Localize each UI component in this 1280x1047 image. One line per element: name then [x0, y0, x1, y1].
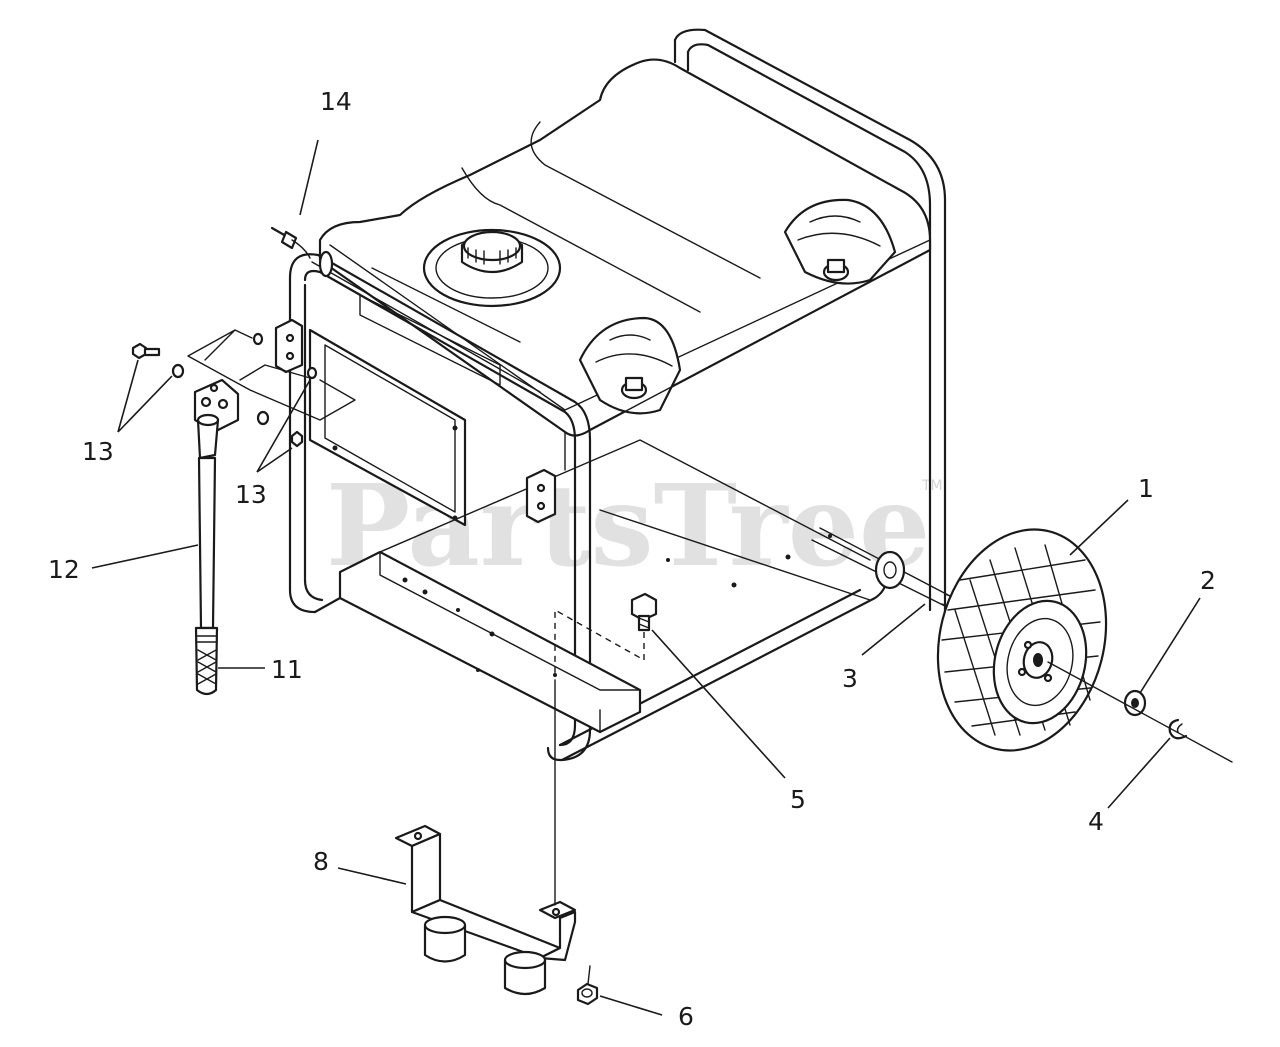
rubber-foot-right [503, 960, 547, 996]
callout-13-lower: 13 [235, 480, 267, 509]
leader-5 [651, 629, 786, 779]
frame-handle-rear [673, 28, 947, 632]
hinge-bolt-upper [131, 342, 161, 360]
tank-mount-bolt-left [620, 376, 648, 400]
pin [270, 226, 311, 259]
callout-2: 2 [1200, 566, 1216, 595]
leader-3 [861, 603, 926, 656]
hinge-washer-upper [171, 363, 185, 379]
hinge-nut-frame [306, 366, 318, 380]
assembly-guide-lines [187, 329, 356, 421]
leader-4 [1107, 737, 1171, 809]
axle-washer-plate [874, 550, 906, 590]
callout-13-upper: 13 [82, 437, 114, 466]
wheel [936, 528, 1108, 752]
leader-13-lower-a [256, 447, 293, 473]
callout-labels: 1 2 3 4 5 6 8 11 12 13 13 14 [48, 87, 1216, 1031]
e-clip [1168, 718, 1188, 740]
frame-hinge-bracket-lower [525, 468, 557, 524]
callout-3: 3 [842, 664, 858, 693]
watermark-trademark: TM [921, 478, 943, 494]
leader-13-upper-b [117, 375, 173, 433]
leader-12 [91, 544, 199, 569]
leader-14 [299, 139, 319, 216]
leg-bracket [394, 824, 577, 996]
fuel-tank [318, 58, 932, 437]
base-cradle [338, 439, 871, 734]
callout-12: 12 [48, 555, 80, 584]
leader-1 [1069, 499, 1129, 556]
callout-1: 1 [1138, 474, 1154, 503]
callout-14: 14 [320, 87, 352, 116]
callout-11: 11 [271, 655, 303, 684]
control-panel [308, 261, 541, 527]
leader-8 [337, 867, 407, 885]
callout-5: 5 [790, 785, 806, 814]
hinge-washer-lower [256, 410, 270, 426]
nut [576, 965, 599, 1006]
bolt [554, 592, 658, 678]
hinge-nut-upper [252, 332, 264, 346]
handle-arm [193, 378, 240, 630]
rubber-foot-left [423, 925, 467, 963]
callout-8: 8 [313, 847, 329, 876]
callout-6: 6 [678, 1002, 694, 1031]
leader-2 [1139, 597, 1201, 694]
leader-6 [599, 995, 663, 1016]
axle [811, 527, 956, 609]
handle-grip [194, 626, 219, 696]
axle-centerline [1047, 661, 1233, 763]
tank-mount-bolt-right [822, 258, 850, 282]
callout-4: 4 [1088, 807, 1104, 836]
generator-body [564, 249, 931, 521]
leader-lines [91, 139, 1201, 1016]
hinge-nut-lower [290, 430, 304, 448]
frame-hinge-bracket-upper [274, 318, 304, 374]
leader-13-lower-b [256, 379, 311, 473]
tank-recess-left [578, 316, 682, 415]
washer [1123, 689, 1147, 717]
leader-13-upper-a [117, 359, 139, 433]
